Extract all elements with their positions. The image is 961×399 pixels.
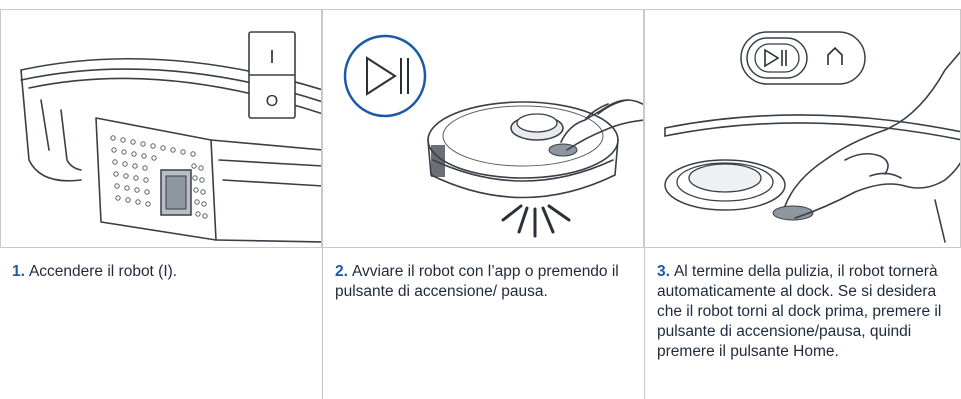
step-2-number: 2. [335, 263, 348, 280]
step-1-number: 1. [12, 263, 25, 280]
step-3-text-cell: 3.Al termine della pulizia, il robot tor… [644, 248, 961, 399]
switch-on-symbol: I [269, 47, 274, 67]
step-2-text-cell: 2.Avviare il robot con l’app o premendo … [322, 248, 644, 399]
step-1-text: 1.Accendere il robot (I). [12, 262, 302, 282]
step-3-description: Al termine della pulizia, il robot torne… [657, 263, 942, 360]
step-2-text: 2.Avviare il robot con l’app o premendo … [335, 262, 625, 302]
hand-pressing-home-button-drawing [664, 31, 960, 243]
step-2-illustration [322, 9, 644, 248]
switch-off-symbol: O [266, 93, 278, 110]
step-3-number: 3. [657, 263, 670, 280]
robot-side-power-switch-drawing: I O [20, 31, 321, 243]
step-3-text: 3.Al termine della pulizia, il robot tor… [657, 262, 947, 362]
step-2-description: Avviare il robot con l’app o premendo il… [335, 263, 619, 300]
play-pause-icon [764, 48, 787, 68]
step-1-description: Accendere il robot (I). [28, 263, 178, 280]
step-3-illustration [644, 9, 961, 248]
play-pause-icon [343, 34, 427, 118]
home-icon [827, 46, 843, 65]
step-1-illustration: I O [0, 9, 322, 248]
hand-pressing-start-pause-drawing [343, 34, 643, 238]
step-1-text-cell: 1.Accendere il robot (I). [0, 248, 322, 399]
